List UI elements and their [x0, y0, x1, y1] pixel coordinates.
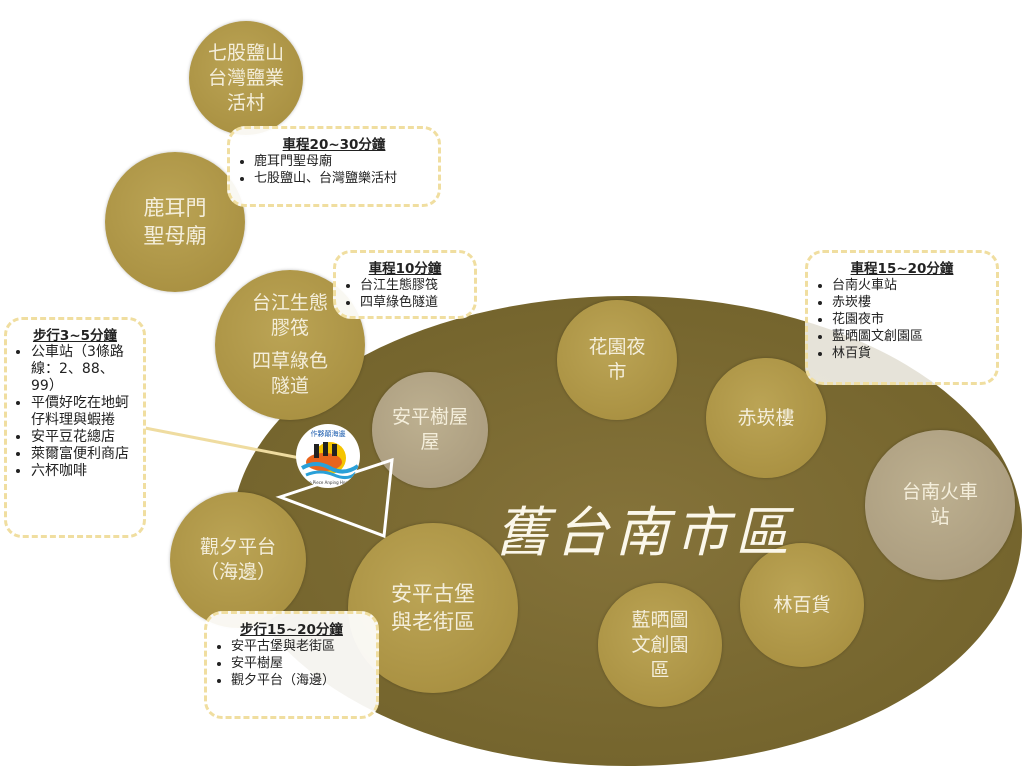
- list-item: 四草綠色隧道: [360, 294, 466, 311]
- circle-hayashi: 林百貨: [740, 543, 864, 667]
- list-item: 七股鹽山、台灣鹽樂活村: [254, 170, 430, 187]
- label: 七股鹽山: [207, 41, 284, 64]
- label: 聖母廟: [143, 224, 207, 248]
- label: 鹿耳門: [143, 196, 207, 220]
- box-title: 車程15~20分鐘: [850, 261, 954, 277]
- list-item: 台南火車站: [832, 277, 988, 294]
- label: 區: [650, 658, 670, 681]
- logo-subtext: One Piece Anping Hostel: [303, 480, 352, 485]
- label: 活村: [226, 91, 265, 114]
- list-item: 萊爾富便利商店: [31, 446, 135, 463]
- label: 安平古堡: [391, 582, 475, 606]
- circle-sunset-platform: 觀夕平台 （海邊）: [170, 492, 306, 628]
- circle-chihkan: 赤崁樓: [706, 358, 826, 478]
- circle-taijiang-sicao: 台江生態膠筏四草綠色隧道: [215, 270, 365, 420]
- label: （海邊）: [199, 561, 276, 583]
- box-title: 車程10分鐘: [368, 261, 442, 277]
- label: 花園夜: [588, 336, 646, 358]
- label: 與老街區: [391, 610, 475, 634]
- box-title: 步行15~20分鐘: [240, 622, 343, 638]
- label: 膠筏: [270, 317, 309, 339]
- logo-icon: 作夥顛海邊 One Piece Anping Hostel: [301, 429, 360, 485]
- list-item: 安平豆花總店: [31, 429, 135, 446]
- label: 台江生態: [251, 292, 328, 314]
- label: 安平樹屋: [391, 406, 468, 428]
- label: 隧道: [270, 375, 309, 397]
- list-item: 安平古堡與老街區: [231, 638, 368, 655]
- label: 觀夕平台: [199, 536, 276, 558]
- label: 屋: [420, 431, 440, 453]
- list-item: 鹿耳門聖母廟: [254, 153, 430, 170]
- list-item: 台江生態膠筏: [360, 277, 466, 294]
- list-item: 林百貨: [832, 345, 988, 362]
- box-title: 車程20~30分鐘: [282, 137, 386, 153]
- box-walk-15-20: 步行15~20分鐘 安平古堡與老街區安平樹屋觀夕平台（海邊）: [204, 611, 379, 719]
- circle-station: 台南火車站: [865, 430, 1015, 580]
- circle-luermen: 鹿耳門聖母廟: [105, 152, 245, 292]
- label: 台南火車: [901, 481, 978, 503]
- box-drive-15-20: 車程15~20分鐘 台南火車站赤崁樓花園夜市藍晒圖文創園區林百貨: [805, 250, 999, 385]
- circle-qigu: 七股鹽山台灣鹽業活村: [189, 21, 303, 135]
- box-title: 步行3~5分鐘: [32, 328, 118, 344]
- label: 文創園: [631, 633, 689, 656]
- list-item: 安平樹屋: [231, 655, 368, 672]
- label: 台灣鹽業: [207, 66, 284, 89]
- box-walk-3-5: 步行3~5分鐘 公車站（3條路線：2、88、99）平價好吃在地蚵仔料理與蝦捲安平…: [4, 317, 146, 538]
- hostel-logo: 作夥顛海邊 One Piece Anping Hostel: [296, 424, 360, 488]
- connector-line: [144, 426, 301, 460]
- label: 站: [930, 506, 950, 528]
- logo-text: 作夥顛海邊: [311, 429, 346, 438]
- list-item: 平價好吃在地蚵仔料理與蝦捲: [31, 395, 135, 429]
- circle-blueprint: 藍晒圖文創園區: [598, 583, 722, 707]
- area-title: 舊台南市區: [495, 501, 795, 564]
- list-item: 赤崁樓: [832, 294, 988, 311]
- list-item: 公車站（3條路線：2、88、99）: [31, 344, 135, 395]
- list-item: 藍晒圖文創園區: [832, 328, 988, 345]
- label: 赤崁樓: [737, 406, 795, 429]
- list-item: 花園夜市: [832, 311, 988, 328]
- list-item: 觀夕平台（海邊）: [231, 672, 368, 689]
- circle-garden-night-market: 花園夜市: [557, 300, 677, 420]
- label: 藍晒圖: [631, 608, 689, 631]
- list-item: 六杯咖啡: [31, 463, 135, 480]
- label: 市: [607, 361, 627, 383]
- box-drive-20-30: 車程20~30分鐘 鹿耳門聖母廟七股鹽山、台灣鹽樂活村: [227, 126, 441, 207]
- label: 四草綠色: [251, 350, 328, 372]
- label: 林百貨: [773, 593, 831, 616]
